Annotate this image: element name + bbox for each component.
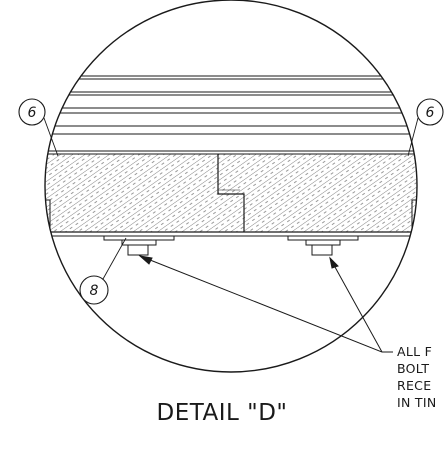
note-line-3: RECE bbox=[397, 378, 431, 393]
callout-6-left: 6 bbox=[18, 98, 59, 157]
callout-6-right-label: 6 bbox=[426, 105, 435, 121]
note-leaders bbox=[138, 255, 393, 353]
joint-step-line bbox=[217, 154, 245, 232]
bolt-assembly-right bbox=[287, 235, 359, 256]
callout-8-label: 8 bbox=[90, 283, 99, 299]
section-geometry bbox=[45, 75, 417, 256]
hatched-section bbox=[45, 153, 417, 233]
callout-6-left-label: 6 bbox=[28, 105, 37, 121]
note-line-4: IN TIN bbox=[397, 395, 436, 410]
bolt-assembly-left bbox=[103, 235, 175, 256]
callout-8: 8 bbox=[79, 237, 127, 305]
detail-title: DETAIL "D" bbox=[156, 400, 287, 426]
callout-6-right: 6 bbox=[407, 98, 444, 157]
note-line-1: ALL F bbox=[397, 344, 432, 359]
note-line-2: BOLT bbox=[397, 361, 429, 376]
bolt-note: ALL F BOLT RECE IN TIN bbox=[397, 344, 436, 410]
deck-lines bbox=[45, 75, 417, 155]
